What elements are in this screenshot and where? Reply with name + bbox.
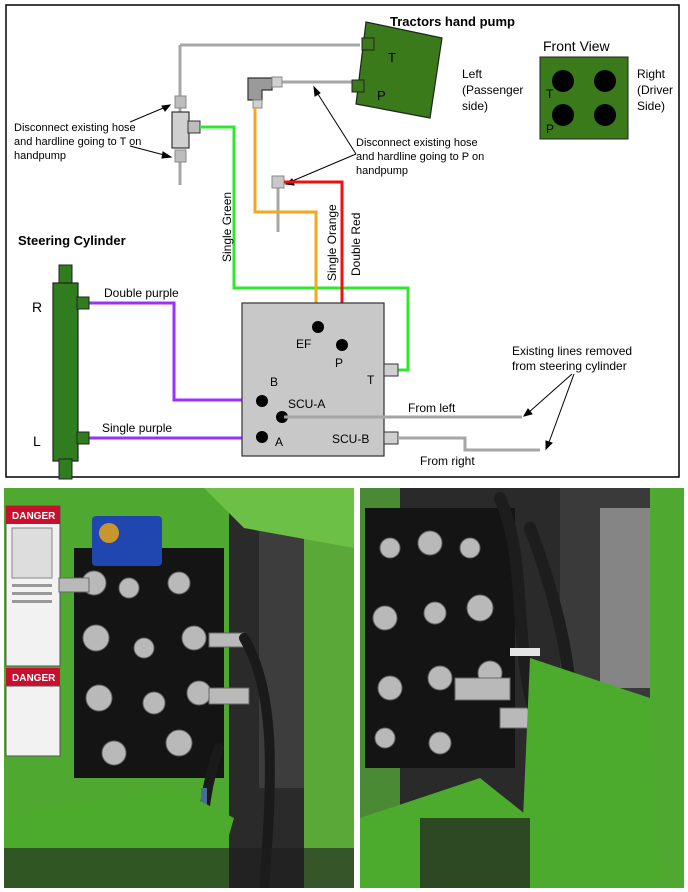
photo-left-valve-installed: DANGER DANGER bbox=[4, 488, 354, 888]
port-scu-a-label: SCU-A bbox=[288, 397, 325, 411]
note-p-line-2: and hardline going to P on bbox=[356, 151, 484, 163]
right-side-label-3: Side) bbox=[637, 99, 665, 113]
right-side-label-1: Right bbox=[637, 67, 666, 81]
left-side-label-2: (Passenger bbox=[462, 83, 523, 97]
pump-port-t-label: T bbox=[388, 50, 396, 65]
pump-port-p-label: P bbox=[377, 88, 386, 103]
right-side-label-2: (Driver bbox=[637, 83, 673, 97]
cylinder-r-label: R bbox=[32, 299, 42, 315]
cylinder-l-label: L bbox=[33, 433, 41, 449]
double-purple-line bbox=[88, 301, 260, 402]
solenoid-blue bbox=[92, 516, 162, 566]
single-green-label: Single Green bbox=[220, 192, 234, 262]
note-t-arrows bbox=[129, 104, 173, 159]
danger-label-2: DANGER bbox=[12, 673, 56, 684]
single-green-line bbox=[200, 125, 410, 372]
steering-cylinder bbox=[52, 264, 90, 480]
hand-pump bbox=[351, 21, 443, 119]
photo-right-valve-closeup bbox=[360, 488, 684, 888]
steering-cylinder-title: Steering Cylinder bbox=[18, 233, 126, 248]
green-shroud bbox=[520, 658, 660, 888]
note-p-line-3: handpump bbox=[356, 165, 408, 177]
from-right-label: From right bbox=[420, 454, 475, 468]
note-p-line-1: Disconnect existing hose bbox=[356, 137, 478, 149]
port-t-label: T bbox=[367, 373, 375, 387]
note-t-line-2: and hardline going to T on bbox=[14, 136, 141, 148]
left-side-label-1: Left bbox=[462, 67, 483, 81]
port-scu-b-label: SCU-B bbox=[332, 432, 369, 446]
port-a-label: A bbox=[275, 435, 283, 449]
double-red-line bbox=[284, 180, 344, 344]
note-t-line-3: handpump bbox=[14, 150, 66, 162]
port-ef-label: EF bbox=[296, 337, 311, 351]
front-view-block bbox=[539, 56, 629, 140]
hose-fittings-right bbox=[372, 530, 541, 755]
single-orange-line bbox=[253, 108, 318, 327]
port-b-label: B bbox=[270, 375, 278, 389]
single-orange-label: Single Orange bbox=[325, 204, 339, 281]
note-t-line-1: Disconnect existing hose bbox=[14, 122, 136, 134]
removed-lines-arrows bbox=[522, 373, 575, 451]
p-junction-fitting bbox=[271, 175, 285, 189]
removed-lines-label-2: from steering cylinder bbox=[512, 359, 627, 373]
port-p-label: P bbox=[335, 356, 343, 370]
front-view-t-label: T bbox=[546, 87, 554, 101]
hose-fittings bbox=[58, 570, 250, 766]
hydraulic-diagram: Tractors hand pump T P Left (Passenger s… bbox=[5, 4, 680, 480]
valve-block bbox=[241, 302, 399, 457]
front-view-title: Front View bbox=[543, 38, 611, 54]
double-red-label: Double Red bbox=[349, 213, 363, 276]
danger-label-1: DANGER bbox=[12, 511, 56, 522]
single-purple-label: Single purple bbox=[102, 421, 172, 435]
from-right-line bbox=[398, 436, 540, 452]
t-fitting bbox=[171, 95, 201, 163]
double-purple-label: Double purple bbox=[104, 286, 179, 300]
removed-lines-label-1: Existing lines removed bbox=[512, 344, 632, 358]
pump-title: Tractors hand pump bbox=[390, 14, 515, 29]
from-left-label: From left bbox=[408, 401, 456, 415]
danger-decal: DANGER DANGER bbox=[5, 505, 61, 757]
elbow-fitting bbox=[247, 76, 283, 109]
front-view-p-label: P bbox=[546, 122, 554, 136]
left-side-label-3: side) bbox=[462, 99, 488, 113]
